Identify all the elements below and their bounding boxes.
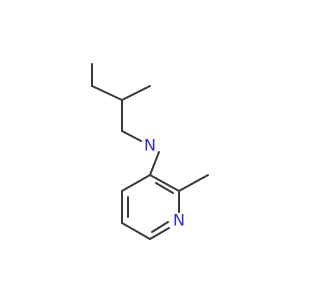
ring-bond-4 — [149, 227, 170, 240]
ring-nitrogen-label: N — [173, 211, 185, 230]
molecule-canvas: N N — [91, 63, 209, 240]
molecule-drawing: N N — [91, 63, 209, 240]
amine-nitrogen-label: N — [144, 136, 156, 155]
bond-ch2-n — [121, 130, 142, 142]
ring-bond-1 — [121, 174, 151, 192]
ring-double-3 — [151, 221, 169, 233]
ring-bond-6 — [149, 174, 180, 192]
bond-ch-methyl — [121, 85, 151, 101]
ring-bond-3 — [121, 222, 151, 240]
bond-n-ring — [149, 151, 160, 176]
ring-double-2 — [155, 182, 174, 194]
bond-ring-methyl — [178, 174, 209, 192]
bond-ch2-ch — [91, 85, 123, 101]
